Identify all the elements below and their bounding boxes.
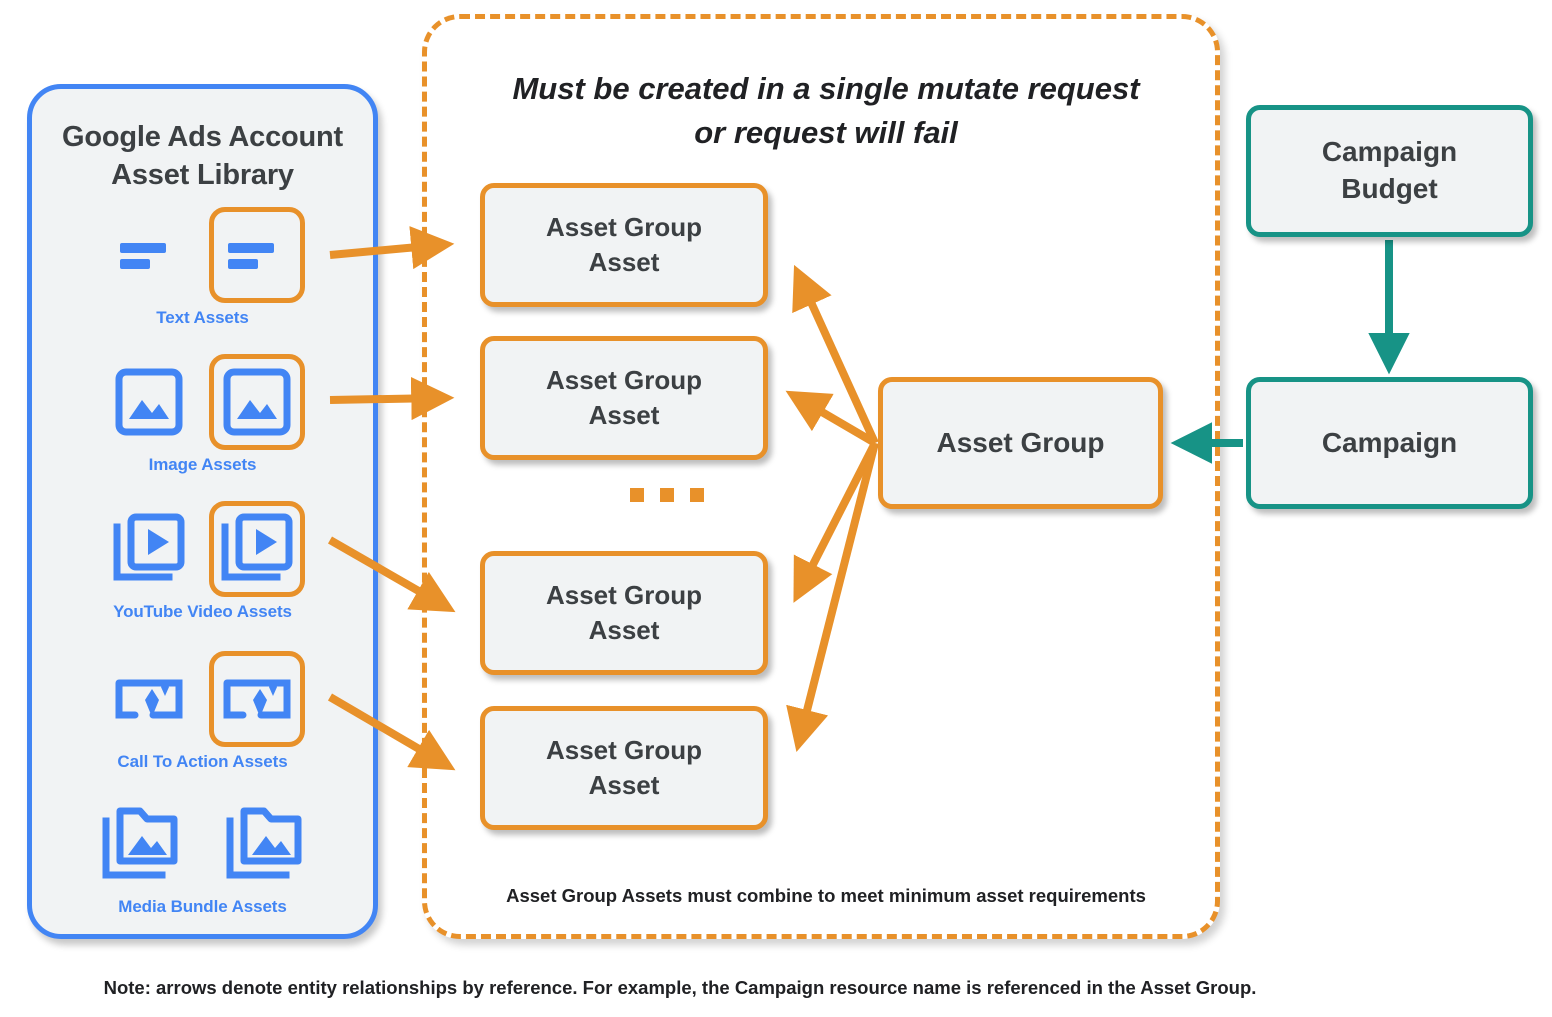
- aga-1-line1: Asset Group: [545, 211, 703, 242]
- campaign-budget-node[interactable]: Campaign Budget: [1246, 105, 1533, 237]
- asset-row-text: Text Assets: [32, 207, 373, 328]
- cta-sparkle-icon-selected[interactable]: [208, 651, 305, 747]
- campaign-budget-line2: Budget: [1341, 173, 1438, 204]
- mutate-heading: Must be created in a single mutate reque…: [467, 67, 1185, 155]
- asset-library-title-line2: Asset Library: [111, 158, 294, 191]
- asset-row-label-cta: Call To Action Assets: [117, 752, 288, 771]
- asset-group-label: Asset Group: [936, 427, 1105, 458]
- aga-4-line1: Asset Group: [545, 734, 703, 765]
- text-lines-icon: [101, 207, 197, 303]
- asset-group-asset-node-3[interactable]: Asset Group Asset: [480, 551, 768, 675]
- mutate-footnote: Asset Group Assets must combine to meet …: [506, 885, 1146, 906]
- asset-library-panel: Google Ads Account Asset Library: [27, 84, 378, 939]
- campaign-budget-line1: Campaign: [1321, 136, 1458, 168]
- campaign-label: Campaign: [1321, 427, 1458, 458]
- ellipsis-dot-3: [690, 488, 704, 502]
- asset-row-image: Image Assets: [32, 354, 373, 475]
- aga-2-line2: Asset: [588, 400, 660, 430]
- asset-group-asset-node-2[interactable]: Asset Group Asset: [480, 336, 768, 460]
- text-lines-icon-selected[interactable]: [208, 207, 305, 303]
- aga-2-line1: Asset Group: [545, 364, 703, 395]
- image-icon: [101, 354, 197, 450]
- asset-row-media-bundle: Media Bundle Assets: [32, 796, 373, 917]
- asset-group-asset-node-4[interactable]: Asset Group Asset: [480, 706, 768, 830]
- aga-4-line2: Asset: [588, 770, 660, 800]
- video-stack-icon-selected[interactable]: [208, 501, 305, 597]
- aga-1-line2: Asset: [588, 247, 660, 277]
- asset-group-node[interactable]: Asset Group: [878, 377, 1163, 509]
- ellipsis-dot-2: [660, 488, 674, 502]
- aga-3-line2: Asset: [588, 615, 660, 645]
- ellipsis-dot-1: [630, 488, 644, 502]
- image-icon-selected[interactable]: [208, 354, 305, 450]
- mutate-heading-line2: or request will fail: [694, 115, 958, 151]
- asset-row-label-video: YouTube Video Assets: [113, 602, 292, 621]
- asset-group-asset-node-1[interactable]: Asset Group Asset: [480, 183, 768, 307]
- aga-3-line1: Asset Group: [545, 579, 703, 610]
- asset-row-cta: Call To Action Assets: [32, 651, 373, 772]
- asset-row-label-media-bundle: Media Bundle Assets: [118, 897, 287, 916]
- asset-library-title: Google Ads Account Asset Library: [32, 119, 373, 194]
- asset-row-label-image: Image Assets: [148, 455, 257, 474]
- diagram-note: Note: arrows denote entity relationships…: [103, 977, 1257, 998]
- campaign-node[interactable]: Campaign: [1246, 377, 1533, 509]
- media-bundle-folder-icon: [93, 796, 189, 892]
- asset-group-asset-ellipsis: [630, 488, 704, 502]
- video-stack-icon: [101, 501, 197, 597]
- cta-sparkle-icon: [101, 651, 197, 747]
- asset-row-label-text: Text Assets: [156, 308, 249, 327]
- mutate-heading-line1: Must be created in a single mutate reque…: [512, 71, 1140, 106]
- asset-library-title-line1: Google Ads Account: [61, 121, 344, 153]
- media-bundle-folder-icon-2: [217, 796, 313, 892]
- asset-row-video: YouTube Video Assets: [32, 501, 373, 622]
